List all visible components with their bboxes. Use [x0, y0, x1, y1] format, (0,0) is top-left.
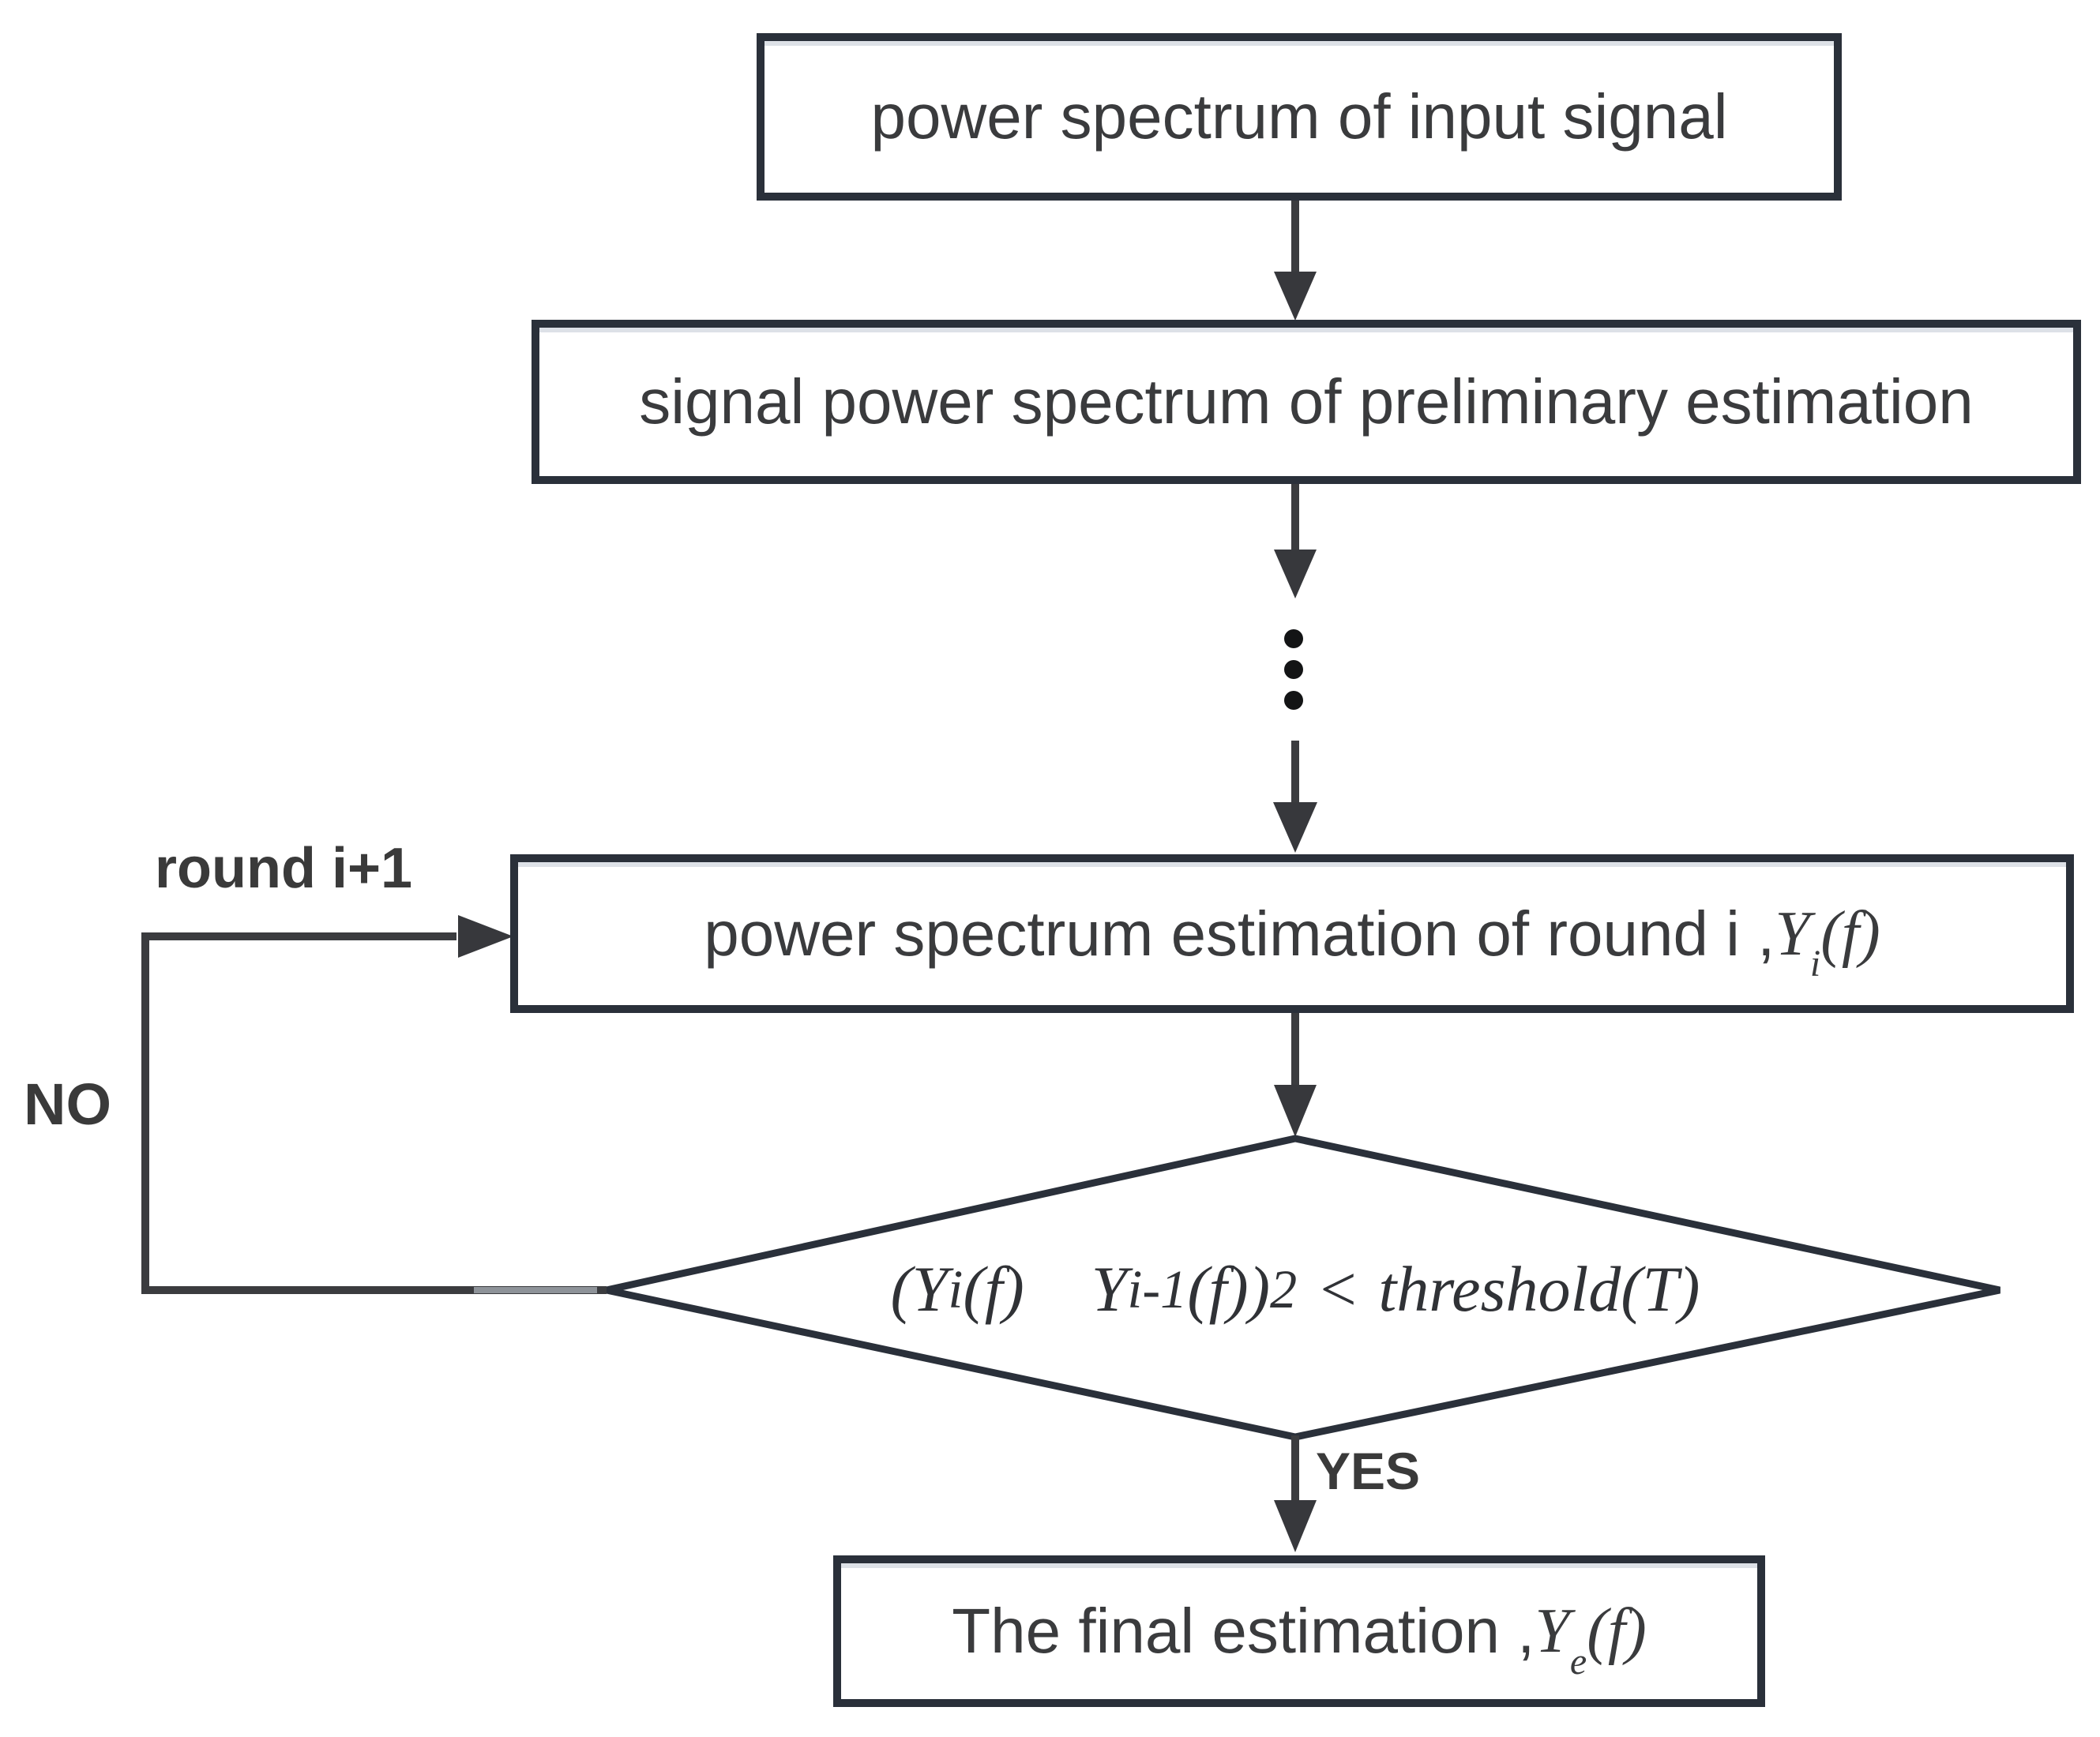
formula-lhs-args: (f) [963, 1253, 1024, 1325]
math-arguments: (f) [1820, 899, 1880, 969]
node-round-i-estimation: power spectrum estimation of round i ,Yi… [510, 854, 2074, 1013]
ellipsis-dot [1284, 629, 1303, 648]
node-input-label: power spectrum of input signal [870, 81, 1728, 152]
node-round-math: Yi(f) [1775, 899, 1880, 983]
formula-operator: < [1316, 1253, 1360, 1325]
node-final-estimation: The final estimation ,Ye(f) [833, 1555, 1765, 1707]
node-final-math: Ye(f) [1535, 1600, 1646, 1680]
formula-exponent: 2 [1270, 1259, 1298, 1319]
node-preliminary-estimation: signal power spectrum of preliminary est… [532, 320, 2081, 484]
formula-lhs-open: (Y [890, 1253, 949, 1325]
loop-label-round-i-plus-1: round i+1 [155, 837, 413, 900]
formula-rhs-subscript: i-1 [1127, 1259, 1188, 1319]
math-subscript: i [1809, 943, 1821, 985]
edge-ellipsis-to-round-arrowhead-icon [1273, 802, 1317, 853]
math-arguments: (f) [1587, 1596, 1647, 1666]
edge-yes-to-final-arrowhead-icon [1274, 1500, 1317, 1552]
node-final-label-prefix: The final estimation , [952, 1596, 1535, 1666]
ellipsis-dot [1284, 691, 1303, 710]
node-input-power-spectrum: power spectrum of input signal [757, 33, 1842, 201]
edge-input-to-preliminary-arrowhead-icon [1274, 272, 1317, 321]
edge-no-loop-arrowhead-icon [458, 915, 513, 958]
edge-round-to-decision-arrowhead-icon [1274, 1085, 1317, 1137]
yes-branch-label: YES [1316, 1442, 1421, 1500]
ellipsis-dot [1284, 660, 1303, 679]
no-branch-label: NO [24, 1071, 111, 1137]
edge-no-loop-path [141, 932, 607, 1294]
formula-rhs-var: Y [1091, 1253, 1128, 1325]
math-variable: Y [1535, 1596, 1570, 1666]
edge-preliminary-down-arrowhead-icon [1274, 550, 1317, 598]
formula-rhs-args: (f)) [1187, 1253, 1271, 1325]
node-preliminary-label: signal power spectrum of preliminary est… [639, 366, 1974, 437]
node-round-label-prefix: power spectrum estimation of round i , [704, 898, 1775, 969]
math-subscript: e [1569, 1640, 1587, 1683]
math-variable: Y [1775, 899, 1810, 969]
formula-threshold: threshold(T) [1378, 1253, 1700, 1325]
formula-lhs-subscript: i [948, 1259, 964, 1319]
